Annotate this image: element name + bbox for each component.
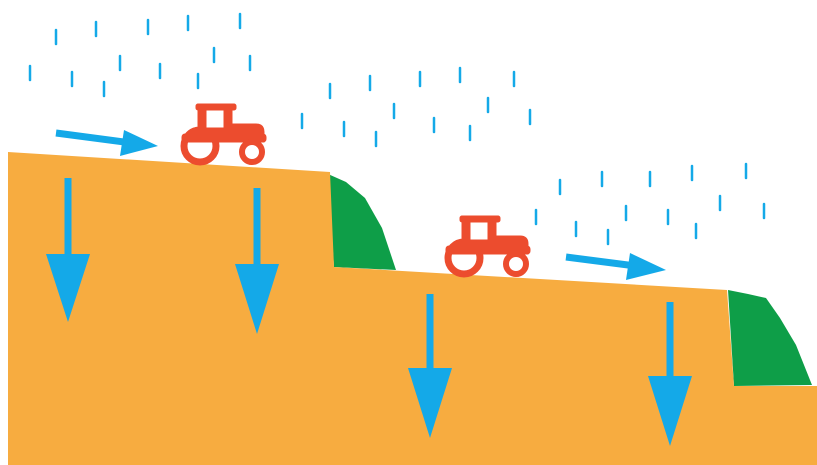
soil-terraces xyxy=(8,152,817,465)
vegetation-strip-lower xyxy=(728,290,812,386)
tractor-icon-lower xyxy=(446,216,530,274)
infiltration-arrow-1 xyxy=(46,178,90,322)
infiltration-arrow-2 xyxy=(235,188,279,334)
rain-zone-middle xyxy=(300,66,532,148)
infiltration-arrow-3 xyxy=(408,294,452,438)
runoff-arrow-upper xyxy=(55,129,158,156)
runoff-arrow-lower xyxy=(565,253,666,280)
rain-zone-right xyxy=(534,162,766,246)
rain-zone-left xyxy=(28,12,252,98)
infiltration-arrow-4 xyxy=(648,302,692,446)
tractor-icon-upper xyxy=(182,104,266,162)
vegetation-strip-upper xyxy=(328,174,396,270)
